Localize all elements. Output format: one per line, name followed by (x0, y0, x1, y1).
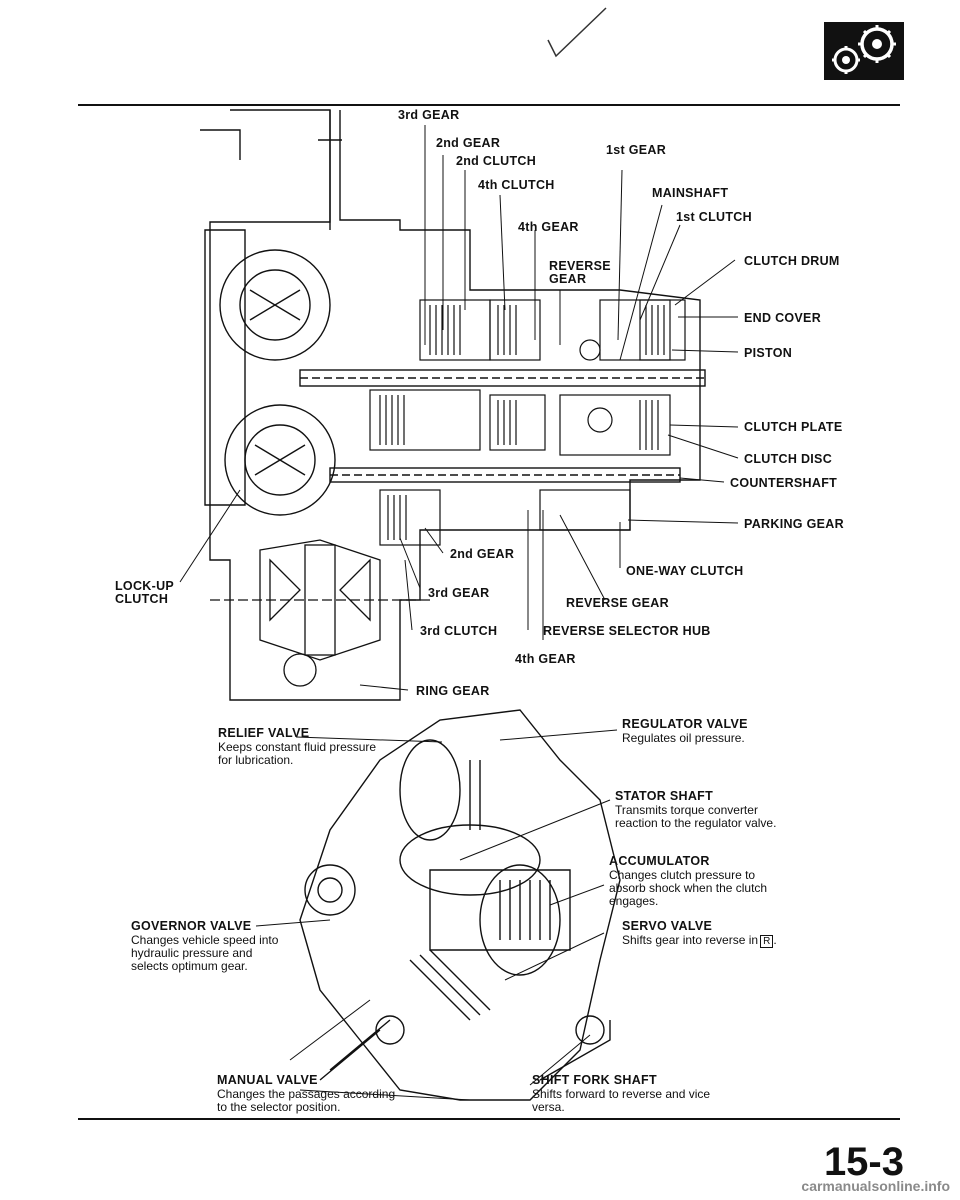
stator-shaft-title: STATOR SHAFT (615, 789, 714, 803)
governor-valve-desc: Changes vehicle speed into hydraulic pre… (131, 933, 279, 973)
label-shift-fork-shaft: SHIFT FORK SHAFT Shifts forward to rever… (532, 1074, 772, 1114)
label-parking-gear: PARKING GEAR (744, 517, 844, 531)
label-governor-valve: GOVERNOR VALVE Changes vehicle speed int… (131, 920, 311, 973)
label-relief-valve: RELIEF VALVE Keeps constant fluid pressu… (218, 727, 408, 767)
label-4th-gear-top: 4th GEAR (518, 220, 579, 234)
label-clutch-drum: CLUTCH DRUM (744, 254, 840, 268)
footer-watermark: carmanualsonline.info (801, 1178, 950, 1194)
label-2nd-gear-bottom: 2nd GEAR (450, 547, 515, 561)
transmission-cross-section (200, 109, 706, 701)
servo-valve-desc-text: Shifts gear into reverse in (622, 933, 759, 947)
stator-shaft-desc: Transmits torque converter reaction to t… (615, 803, 777, 830)
label-reverse-gear-bottom: REVERSE GEAR (566, 596, 669, 610)
label-clutch-disc: CLUTCH DISC (744, 452, 833, 466)
range-r-box: R (760, 935, 774, 948)
page-number: 15-3 (823, 1140, 904, 1184)
label-2nd-clutch: 2nd CLUTCH (456, 154, 537, 168)
leader-lines (179, 125, 739, 1101)
valve-body-illustration (299, 709, 621, 1101)
label-1st-gear: 1st GEAR (606, 143, 667, 157)
label-3rd-gear-bottom: 3rd GEAR (428, 586, 490, 600)
label-3rd-clutch: 3rd CLUTCH (420, 624, 498, 638)
label-accumulator: ACCUMULATOR Changes clutch pressure to a… (609, 855, 819, 908)
label-regulator-valve: REGULATOR VALVE Regulates oil pressure. (622, 718, 822, 745)
governor-valve-title: GOVERNOR VALVE (131, 919, 252, 933)
relief-valve-title: RELIEF VALVE (218, 726, 310, 740)
label-lock-up-clutch: LOCK-UP CLUTCH (115, 579, 175, 606)
top-rule (78, 104, 900, 106)
label-1st-clutch: 1st CLUTCH (676, 210, 752, 224)
label-end-cover: END COVER (744, 311, 822, 325)
label-2nd-gear-top: 2nd GEAR (436, 136, 501, 150)
label-countershaft: COUNTERSHAFT (730, 476, 838, 490)
label-reverse-gear-top: REVERSE GEAR (549, 259, 611, 286)
checkmark-icon (547, 7, 607, 58)
relief-valve-desc: Keeps constant fluid pressure for lubric… (218, 740, 377, 767)
label-3rd-gear-top: 3rd GEAR (398, 108, 460, 122)
accumulator-title: ACCUMULATOR (609, 854, 710, 868)
label-clutch-plate: CLUTCH PLATE (744, 420, 843, 434)
servo-valve-title: SERVO VALVE (622, 919, 713, 933)
shift-fork-shaft-title: SHIFT FORK SHAFT (532, 1073, 657, 1087)
accumulator-desc: Changes clutch pressure to absorb shock … (609, 868, 768, 908)
label-one-way-clutch: ONE-WAY CLUTCH (626, 564, 744, 578)
label-mainshaft: MAINSHAFT (652, 186, 729, 200)
label-reverse-selector-hub: REVERSE SELECTOR HUB (543, 624, 711, 638)
regulator-valve-desc: Regulates oil pressure. (622, 731, 745, 745)
gears-section-icon (824, 22, 904, 80)
bottom-rule (78, 1118, 900, 1120)
label-ring-gear: RING GEAR (416, 684, 490, 698)
label-4th-gear-bottom: 4th GEAR (515, 652, 576, 666)
regulator-valve-title: REGULATOR VALVE (622, 717, 748, 731)
label-4th-clutch: 4th CLUTCH (478, 178, 555, 192)
shift-fork-shaft-desc: Shifts forward to reverse and vice versa… (532, 1087, 711, 1114)
label-piston: PISTON (744, 346, 793, 360)
manual-valve-title: MANUAL VALVE (217, 1073, 318, 1087)
label-stator-shaft: STATOR SHAFT Transmits torque converter … (615, 790, 835, 830)
label-manual-valve: MANUAL VALVE Changes the passages accord… (217, 1074, 427, 1114)
manual-valve-desc: Changes the passages according to the se… (217, 1087, 396, 1114)
